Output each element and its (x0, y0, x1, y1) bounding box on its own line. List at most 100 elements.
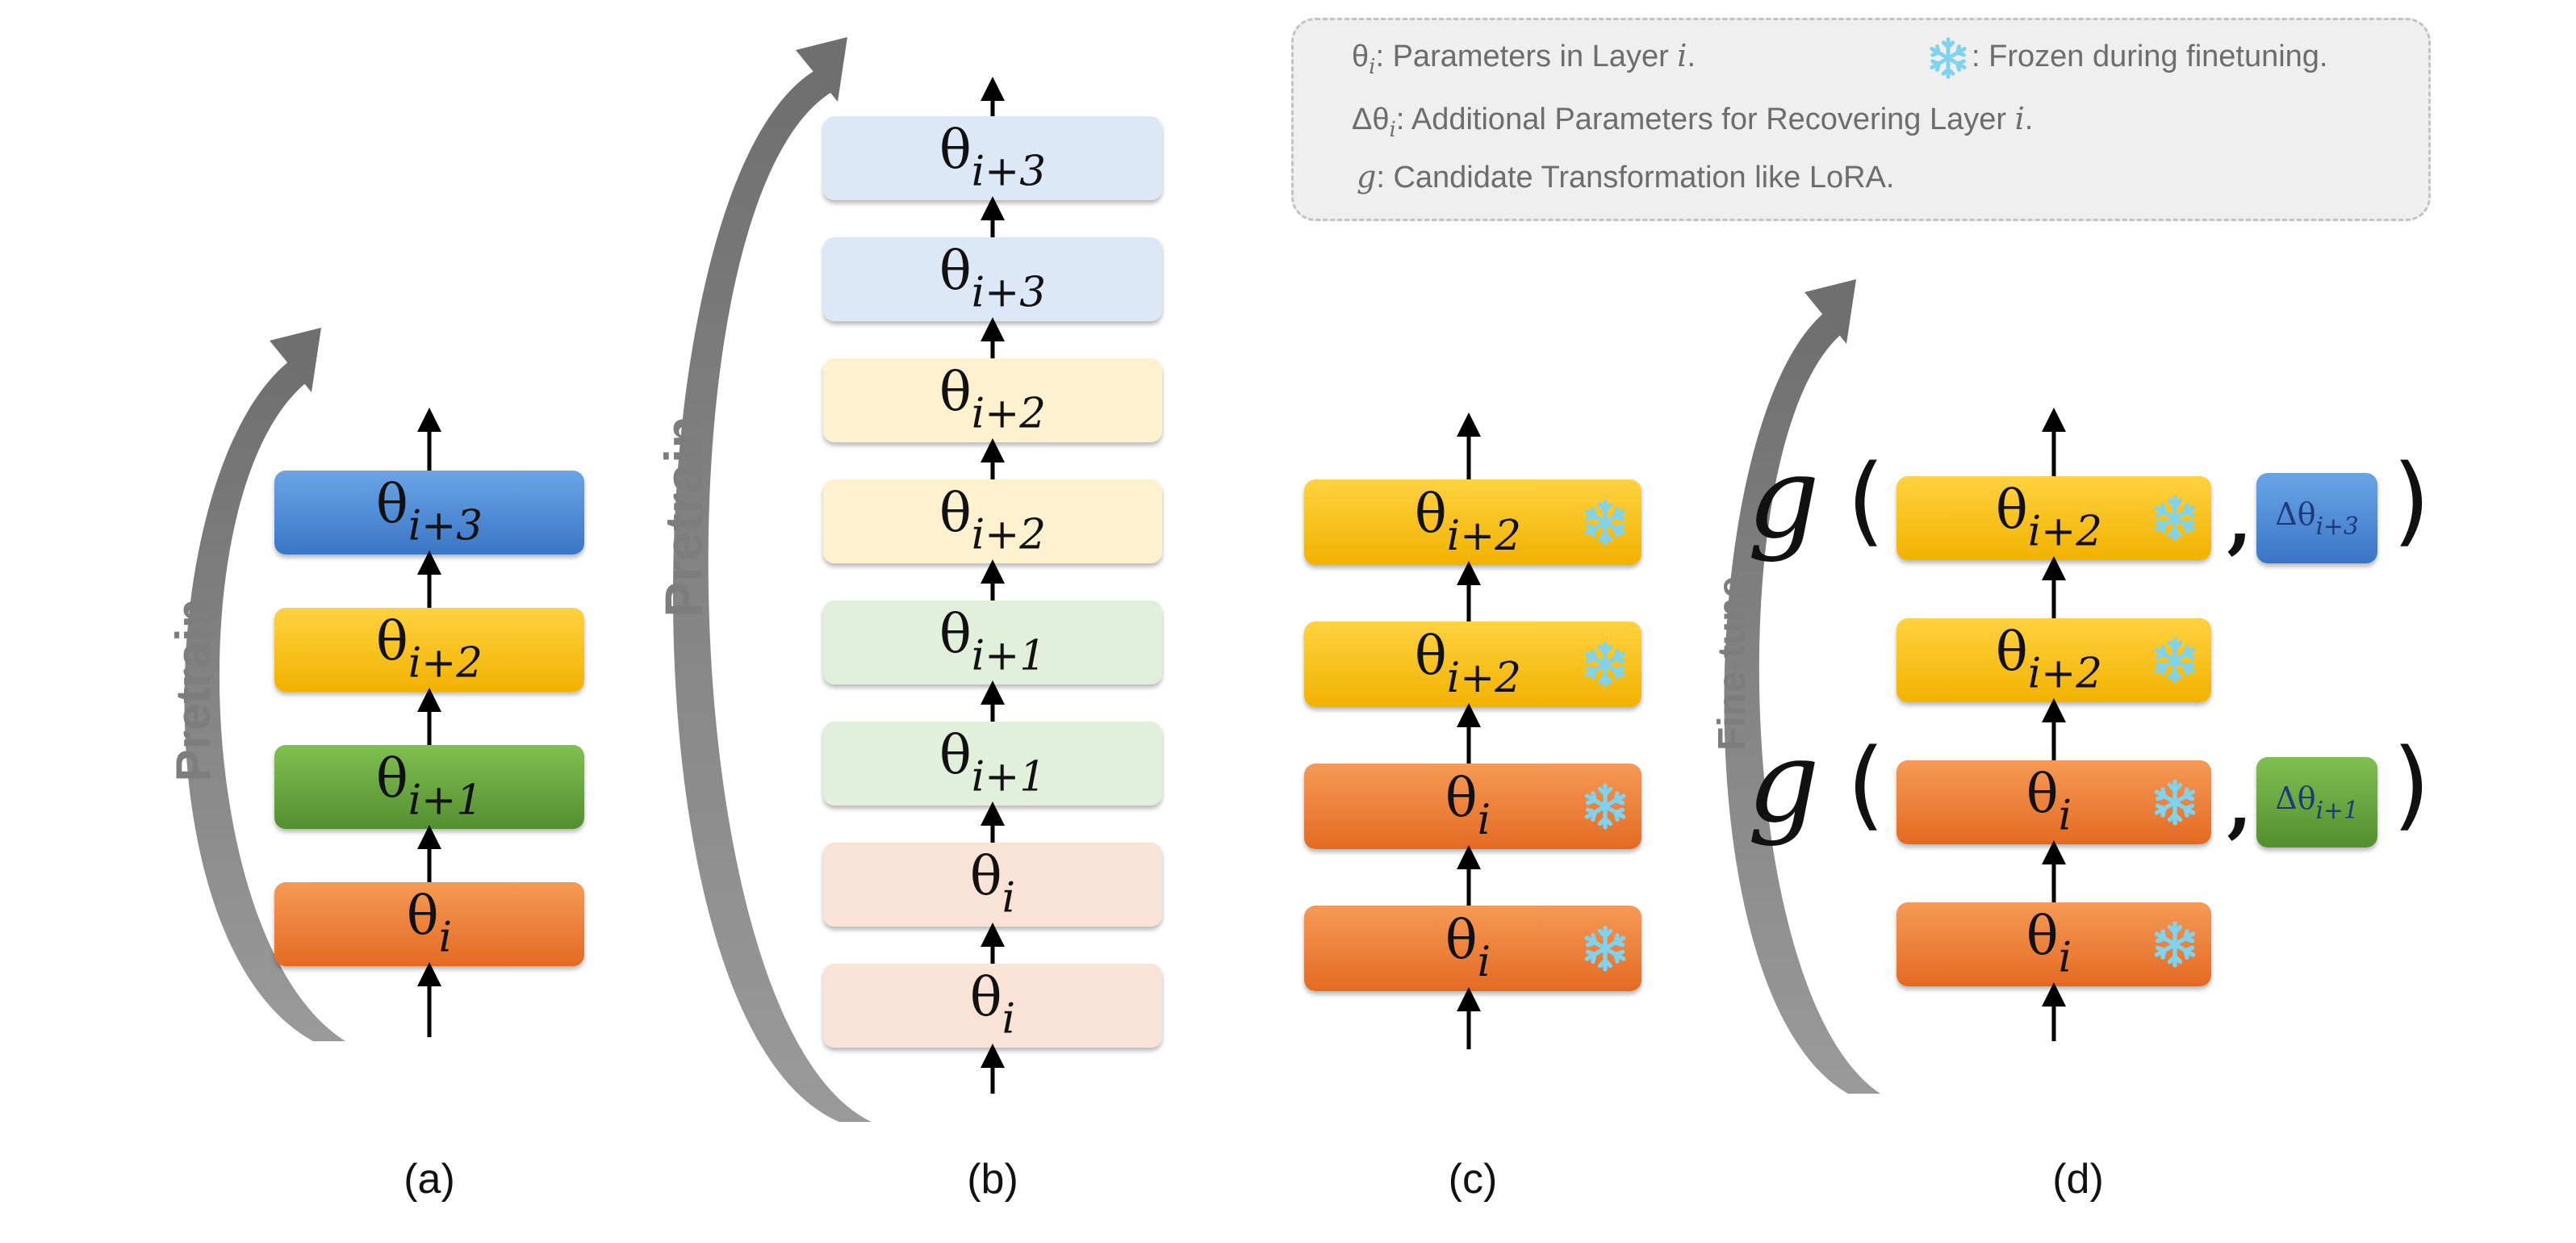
panel-b-caption: (b) (967, 1156, 1018, 1203)
panel-c-block-2-subscript: i (1478, 796, 1491, 844)
panel-d-finetune-label: Fine-tune (1711, 576, 1754, 751)
panel-d-open-paren-2: ( (1847, 729, 1885, 841)
panel-b-block-0 (823, 116, 1162, 200)
panel-b-block-6-rect (823, 843, 1162, 927)
legend-theta-subscript: i (1369, 54, 1376, 79)
panel-d-delta-0-symbol: Δθ (2275, 496, 2315, 532)
panel-a-caption: (a) (404, 1156, 455, 1203)
panel-b-pretrain-arrow (672, 37, 872, 1122)
panel-d-block-1-rect (1896, 618, 2211, 702)
panel-c-block-2-symbol: θ (1445, 768, 1478, 830)
panel-b-pretrain-label: Pretrain (654, 416, 713, 617)
panel-b-block-7-subscript: i (1002, 995, 1015, 1044)
legend-box: θi: Parameters in Layer i. : Frozen duri… (1291, 18, 2431, 221)
panel-c-caption: (c) (1449, 1156, 1498, 1203)
panel-a-block-2-symbol: θ (376, 747, 408, 810)
panel-c-block-3-snowflake-icon (1584, 925, 1626, 972)
panel-c-block-3-rect (1304, 906, 1641, 991)
panel-c-block-1-snowflake-icon (1584, 641, 1626, 688)
panel-d-block-2-symbol: θ (2026, 763, 2059, 825)
panel-b-block-2-label: θi+2 (939, 361, 1046, 437)
panel-a-block-1-label: θi+2 (376, 610, 483, 687)
panel-a-block-3-symbol: θ (407, 885, 439, 947)
panel-c-block-1-label: θi+2 (1415, 626, 1521, 702)
legend-theta-line: θi: Parameters in Layer i. (1352, 38, 1696, 79)
panel-c-block-3-label: θi (1445, 910, 1491, 986)
panel-b-block-5-rect (823, 722, 1162, 806)
panel-c-block-0-rect (1304, 479, 1641, 565)
panel-d-close-paren-0: ) (2393, 445, 2431, 557)
panel-a-block-0-symbol: θ (376, 473, 408, 535)
panel-a-block-0 (274, 471, 584, 555)
legend-theta-var: i (1677, 38, 1687, 73)
panel-b-block-2-rect (823, 358, 1162, 442)
panel-d-block-3-symbol: θ (2026, 905, 2059, 967)
legend-delta-subscript: i (1389, 117, 1396, 142)
panel-d-block-3-snowflake-icon (2154, 921, 2196, 968)
panel-b-block-5-subscript: i+1 (972, 753, 1046, 801)
panel-d-block-1 (1896, 618, 2211, 702)
panel-b-block-6-symbol: θ (970, 845, 1002, 907)
panel-a-block-1-symbol: θ (376, 610, 408, 672)
panel-a-block-1-rect (274, 608, 584, 692)
panel-a-block-2-subscript: i+1 (408, 776, 483, 825)
legend-delta-end: . (2024, 103, 2034, 136)
panel-d-block-1-label: θi+2 (1996, 621, 2102, 697)
panel-c-block-0-snowflake-icon (1584, 499, 1626, 546)
panel-d-block-2-rect (1896, 760, 2211, 844)
panel-b-block-6-subscript: i (1002, 874, 1015, 923)
panel-a-block-3 (274, 882, 584, 966)
panel-c-block-0-symbol: θ (1415, 483, 1447, 546)
panel-a-block-0-rect (274, 471, 584, 555)
panel-b-block-0-subscript: i+3 (972, 148, 1046, 196)
panel-b-block-6-label: θi (970, 845, 1015, 922)
legend-delta-text: : Additional Parameters for Recovering L… (1395, 103, 2015, 136)
legend-g-symbol: g (1357, 159, 1377, 195)
panel-b-block-4-label: θi+1 (939, 603, 1046, 680)
snowflake-icon (1930, 37, 1967, 79)
panel-d-block-3-label: θi (2026, 905, 2072, 981)
panel-d-open-paren-0: ( (1847, 445, 1885, 557)
panel-b-block-3-label: θi+2 (939, 482, 1046, 559)
panel-d-block-1-snowflake-icon (2154, 637, 2196, 684)
panel-c-block-1 (1304, 622, 1641, 707)
panel-d-block-0 (1896, 476, 2211, 560)
panel-d-delta-0-subscript: i+3 (2316, 512, 2359, 540)
panel-c-block-2-label: θi (1445, 768, 1491, 844)
panel-d-delta-block-0 (2256, 473, 2377, 563)
legend-g-text: : Candidate Transformation like LoRA. (1376, 161, 1895, 195)
panel-b-block-4-rect (823, 601, 1162, 684)
panel-c-block-1-symbol: θ (1415, 626, 1447, 688)
panel-d-transform-g-2: g (1747, 717, 1820, 848)
panel-a-block-2-label: θi+1 (376, 747, 483, 824)
panel-b-block-4-subscript: i+1 (972, 632, 1046, 680)
panel-b-block-5 (823, 722, 1162, 806)
panel-b-block-0-symbol: θ (939, 119, 972, 181)
panel-b-block-2-symbol: θ (939, 361, 972, 423)
panel-b-block-4-symbol: θ (939, 603, 972, 665)
panel-d-block-0-rect (1896, 476, 2211, 560)
panel-b-block-4 (823, 601, 1162, 684)
panel-b-block-7-symbol: θ (970, 966, 1002, 1028)
panel-d-block-2-snowflake-icon (2154, 779, 2196, 826)
legend-delta-var: i (2014, 101, 2025, 136)
legend-frozen-text: : Frozen during finetuning. (1972, 40, 2328, 74)
panel-d-block-2-label: θi (2026, 763, 2072, 839)
panel-c-block-0-subscript: i+2 (1447, 512, 1521, 560)
panel-d-block-0-symbol: θ (1996, 479, 2028, 541)
panel-b-block-7-rect (823, 964, 1162, 1048)
panel-d-caption: (d) (2052, 1156, 2104, 1203)
panel-c-block-0-label: θi+2 (1415, 483, 1521, 560)
panel-d-block-0-snowflake-icon (2154, 495, 2196, 542)
panel-b-block-1-label: θi+3 (939, 240, 1046, 316)
panel-d-comma-2: , (2227, 761, 2252, 847)
panel-d-block-1-subscript: i+2 (2028, 650, 2102, 698)
panel-d-block-3-rect (1896, 902, 2211, 986)
panel-c-block-1-rect (1304, 622, 1641, 707)
panel-b-block-1-symbol: θ (939, 240, 972, 302)
panel-a-block-3-subscript: i (439, 914, 452, 962)
panel-d-delta-0-label: Δθi+3 (2275, 496, 2358, 540)
panel-b-block-0-label: θi+3 (939, 119, 1046, 195)
panel-d-block-0-label: θi+2 (1996, 479, 2102, 555)
